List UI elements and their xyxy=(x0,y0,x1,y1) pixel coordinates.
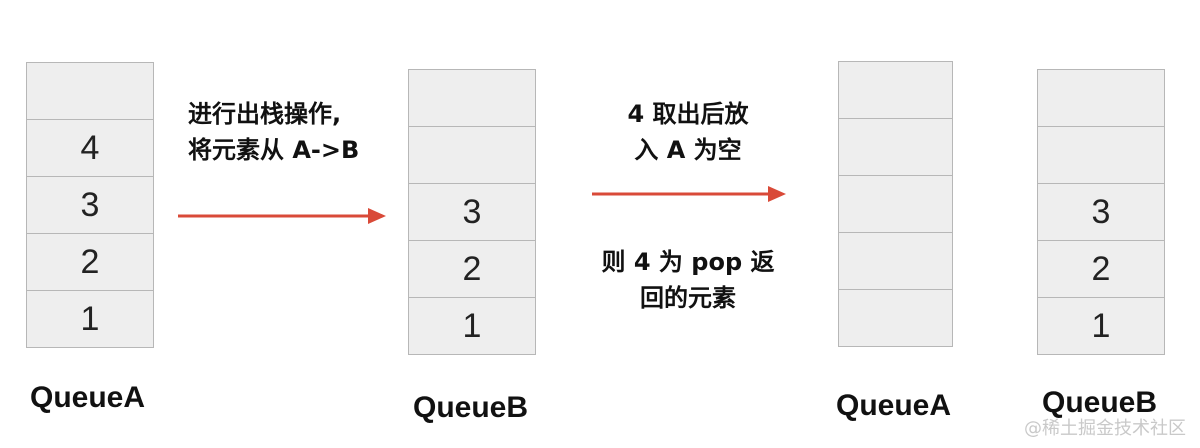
queue-a-before-stack: 4 3 2 1 xyxy=(26,62,154,348)
step1-note-line2: 将元素从 A->B xyxy=(188,136,360,164)
step1-note: 进行出栈操作, 将元素从 A->B xyxy=(188,96,359,168)
queue-b-final-stack: 3 2 1 xyxy=(1037,69,1165,355)
stack-cell: 1 xyxy=(27,291,153,348)
queue-b-after-move-label: QueueB xyxy=(413,391,529,424)
queue-a-before-label: QueueA xyxy=(30,381,146,414)
step2-note-line2: 入 A 为空 xyxy=(634,136,742,164)
stack-cell: 2 xyxy=(1038,241,1164,298)
stack-cell: 4 xyxy=(27,120,153,177)
stack-cell: 1 xyxy=(409,298,535,355)
stack-cell xyxy=(839,290,952,347)
arrow-right-icon xyxy=(592,186,786,202)
stack-cell xyxy=(839,176,952,233)
stack-cell: 2 xyxy=(27,234,153,291)
step3-note-line1: 则 4 为 pop 返 xyxy=(601,248,775,276)
stack-cell: 1 xyxy=(1038,298,1164,355)
stack-cell: 3 xyxy=(409,184,535,241)
stack-cell xyxy=(409,70,535,127)
stack-cell xyxy=(1038,127,1164,184)
arrow-right-icon xyxy=(178,208,386,224)
stack-cell: 3 xyxy=(27,177,153,234)
stack-cell xyxy=(839,233,952,290)
step1-note-line1: 进行出栈操作, xyxy=(188,100,342,128)
stack-cell xyxy=(27,63,153,120)
stack-cell xyxy=(1038,70,1164,127)
step2-note-line1: 4 取出后放 xyxy=(627,100,749,128)
stack-cell xyxy=(839,119,952,176)
step2-note: 4 取出后放 入 A 为空 xyxy=(600,96,776,168)
step3-note: 则 4 为 pop 返 回的元素 xyxy=(592,244,784,316)
queue-a-final-label: QueueA xyxy=(836,389,952,422)
queue-b-final-label: QueueB xyxy=(1042,386,1158,419)
stack-cell xyxy=(839,62,952,119)
stack-cell: 2 xyxy=(409,241,535,298)
stack-cell: 3 xyxy=(1038,184,1164,241)
queue-b-after-move-stack: 3 2 1 xyxy=(408,69,536,355)
queue-a-final-stack xyxy=(838,61,953,347)
watermark: @稀土掘金技术社区 xyxy=(1024,418,1186,439)
stack-cell xyxy=(409,127,535,184)
step3-note-line2: 回的元素 xyxy=(640,284,736,312)
